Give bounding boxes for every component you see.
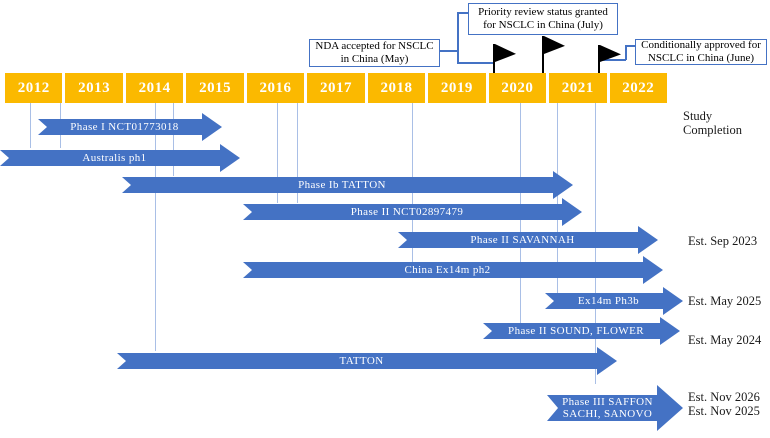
timeline-bar-label: China Ex14m ph2 [404, 264, 491, 276]
leader-line [173, 103, 174, 176]
year-cell: 2012 [5, 73, 63, 103]
timeline-bar: Phase I NCT01773018 [38, 113, 222, 141]
year-cell: 2020 [488, 73, 547, 103]
timeline-bar: Phase Ib TATTON [122, 171, 573, 199]
year-cell: 2013 [65, 73, 123, 103]
timeline-bar-label: Phase III SAFFON SACHI, SANOVO [562, 396, 653, 420]
timeline-bar: China Ex14m ph2 [243, 256, 663, 284]
timeline-bar-label: Phase Ib TATTON [298, 179, 386, 191]
timeline-bar-label: TATTON [339, 355, 384, 367]
year-cell: 2017 [307, 73, 365, 103]
leader-line [155, 103, 156, 351]
year-cell: 2015 [186, 73, 244, 103]
timeline-bar-label: Phase I NCT01773018 [70, 121, 179, 133]
callout-connector [440, 50, 459, 52]
callout-connector [625, 45, 635, 47]
callout-connector [600, 59, 626, 61]
milestone-flag-icon [544, 36, 565, 54]
timeline-bar-label: Phase II SAVANNAH [470, 234, 575, 246]
callout-connector [457, 12, 459, 64]
milestone-callout: Conditionally approved for NSCLC in Chin… [635, 39, 767, 65]
timeline-bar: Phase III SAFFON SACHI, SANOVO [547, 385, 683, 431]
timeline-bar: Phase II SOUND, FLOWER [483, 317, 680, 345]
milestone-callout: Priority review status granted for NSCLC… [468, 3, 618, 35]
timeline-bar: Ex14m Ph3b [545, 287, 683, 315]
side-label: Est. May 2025 [688, 294, 762, 308]
side-label: Est. May 2024 [688, 333, 762, 347]
flag-pole [598, 45, 600, 73]
callout-connector [625, 45, 627, 60]
milestone-callout-text: NDA accepted for NSCLC in China (May) [315, 40, 434, 65]
callout-connector [457, 12, 468, 14]
timeline-bar-label: Ex14m Ph3b [577, 295, 640, 307]
side-label: Est. Nov 2026 Est. Nov 2025 [688, 390, 760, 418]
year-cell: 2014 [125, 73, 184, 103]
timeline-bar: TATTON [117, 347, 617, 375]
leader-line [297, 103, 298, 203]
flag-pole [493, 44, 495, 73]
milestone-callout: NDA accepted for NSCLC in China (May) [309, 39, 440, 67]
year-cell: 2016 [246, 73, 305, 103]
timeline-bar-label: Phase II NCT02897479 [350, 206, 464, 218]
year-cell: 2021 [549, 73, 607, 103]
timeline-bar: Australis ph1 [0, 144, 240, 172]
timeline-bar-label: Australis ph1 [82, 152, 147, 164]
side-label: Est. Sep 2023 [688, 234, 758, 248]
year-cell: 2019 [428, 73, 486, 103]
leader-line [30, 103, 31, 148]
callout-connector [457, 62, 494, 64]
year-cell: 2022 [609, 73, 667, 103]
timeline-bar: Phase II SAVANNAH [398, 226, 658, 254]
side-label: Study Completion [683, 109, 743, 137]
milestone-flag-icon [495, 44, 516, 62]
milestone-callout-text: Priority review status granted for NSCLC… [478, 6, 608, 31]
milestone-callout-text: Conditionally approved for NSCLC in Chin… [641, 39, 761, 64]
year-cell: 2018 [367, 73, 426, 103]
flag-pole [542, 36, 544, 73]
leader-line [277, 103, 278, 203]
timeline-bar-label: Phase II SOUND, FLOWER [508, 325, 644, 337]
leader-line [557, 103, 558, 293]
